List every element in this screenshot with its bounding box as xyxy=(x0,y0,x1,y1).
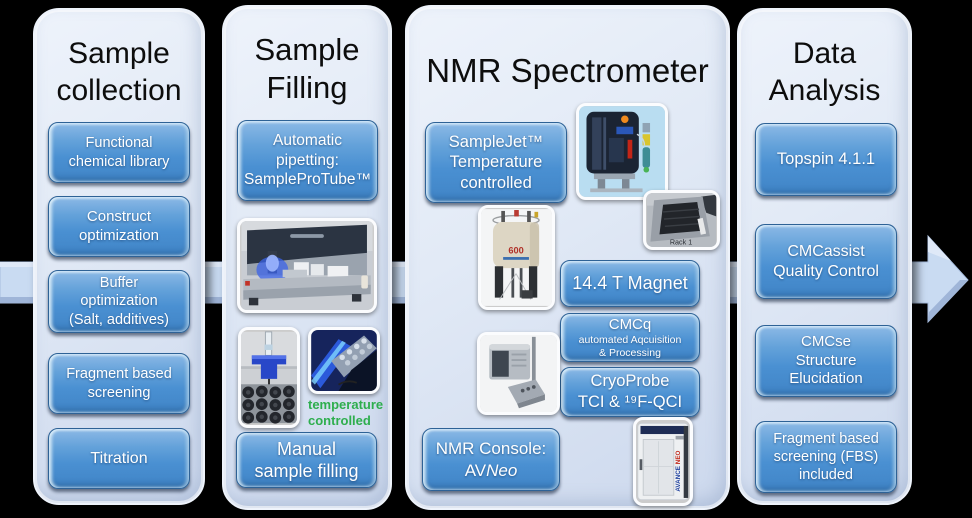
node-fragment-based-screening: Fragment based screening xyxy=(48,353,190,414)
node-samplejet-temperature-controlled: SampleJet™ Temperature controlled xyxy=(425,122,567,203)
panel-title-sample-collection: Sample collection xyxy=(56,37,182,107)
panel-data-analysis: Data Analysis Topspin 4.1.1 CMCassist Qu… xyxy=(737,8,912,505)
panel-title-sample-filling: Sample Filling xyxy=(254,32,360,105)
cmcq-title: CMCq xyxy=(608,315,652,333)
temperature-controlled-rack-photo xyxy=(308,327,380,394)
magnet-caption: 600 xyxy=(508,245,523,255)
node-cryoprobe: CryoProbe TCI & ¹⁹F-QCI xyxy=(560,367,700,417)
node-nmr-console: NMR Console: AVNeo xyxy=(422,428,560,491)
node-cmcse-structure-elucidation: CMCse Structure Elucidation xyxy=(755,325,897,397)
rack-caption: Rack 1 xyxy=(670,237,692,246)
nmr-magnet-photo: 600 xyxy=(478,205,555,310)
panel-sample-collection: Sample collection Functional chemical li… xyxy=(33,8,205,505)
samplejet-instrument-photo xyxy=(576,103,668,200)
temperature-controlled-label: temperature controlled xyxy=(308,397,384,429)
panel-title-data-analysis: Data Analysis xyxy=(768,37,881,107)
node-fbs-included: Fragment based screening (FBS) included xyxy=(755,421,897,493)
panel-title-nmr-spectrometer: NMR Spectrometer xyxy=(426,52,709,89)
sample-rack-photo: Rack 1 xyxy=(643,190,720,250)
manual-tube-filling-photo xyxy=(238,327,300,428)
node-topspin: Topspin 4.1.1 xyxy=(755,123,897,196)
node-magnet: 14.4 T Magnet xyxy=(560,260,700,307)
pipetting-robot-photo xyxy=(237,218,377,313)
console-line2: AVNeo xyxy=(464,460,518,480)
console-brand-label: AVANCENEO xyxy=(675,450,682,491)
node-automatic-pipetting: Automatic pipetting: SampleProTube™ xyxy=(237,120,378,201)
node-cmcassist-quality-control: CMCassist Quality Control xyxy=(755,224,897,299)
cryo-cooling-unit-photo xyxy=(477,332,560,415)
node-construct-optimization: Construct optimization xyxy=(48,196,190,257)
node-titration: Titration xyxy=(48,428,190,489)
avance-neo-console-photo: AVANCENEO xyxy=(633,417,693,506)
cmcq-subtitle: automated Aqcuisition & Processing xyxy=(578,334,682,359)
node-manual-sample-filling: Manual sample filling xyxy=(236,432,377,488)
node-buffer-optimization: Buffer optimization (Salt, additives) xyxy=(48,270,190,333)
node-functional-chemical-library: Functional chemical library xyxy=(48,122,190,183)
panel-sample-filling: Sample Filling Automatic pipetting: Samp… xyxy=(222,5,392,510)
node-cmcq: CMCq automated Aqcuisition & Processing xyxy=(560,313,700,362)
panel-nmr-spectrometer: NMR Spectrometer SampleJet™ Temperature … xyxy=(405,5,730,510)
console-line1: NMR Console: xyxy=(435,439,547,459)
